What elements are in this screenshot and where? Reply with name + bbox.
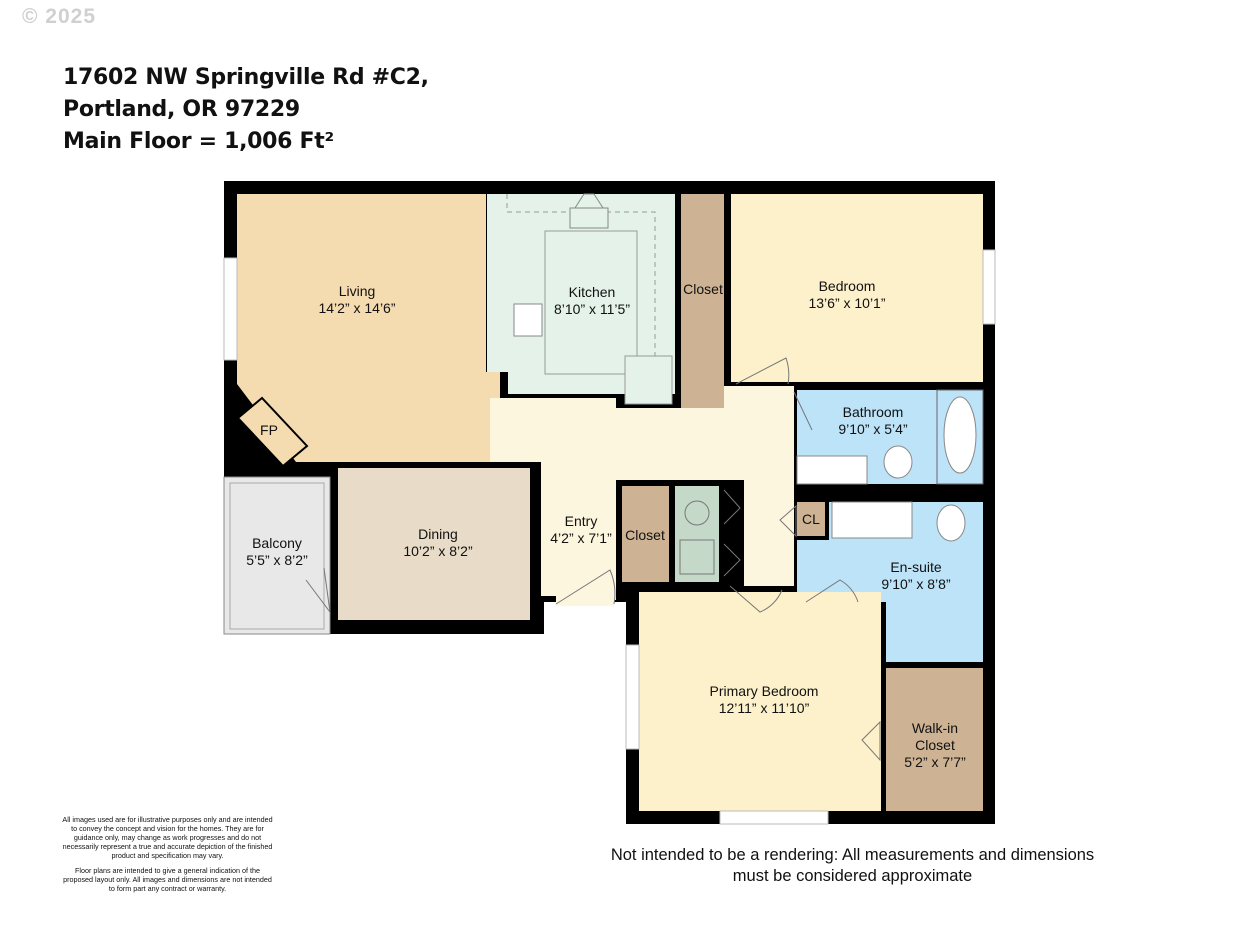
fp-label: FP	[260, 422, 278, 438]
walkin-name-2: Closet	[915, 737, 955, 753]
bathroom-name: Bathroom	[843, 404, 904, 420]
bathroom-size: 9’10” x 5’4”	[838, 421, 908, 437]
living-name: Living	[339, 283, 376, 299]
entry-door	[556, 596, 614, 606]
primary-window-left	[625, 644, 640, 750]
balcony-size: 5’5” x 8’2”	[246, 552, 308, 568]
laundry	[675, 486, 719, 582]
sink-icon	[513, 303, 543, 337]
closet-2-name: Closet	[625, 527, 665, 543]
bedroom-window	[982, 249, 996, 325]
closet-1-name: Closet	[683, 281, 723, 297]
washer-icon	[684, 500, 710, 526]
balcony-name: Balcony	[252, 535, 302, 551]
dining	[338, 468, 530, 620]
fireplace	[236, 396, 309, 468]
note-line-1: Not intended to be a rendering: All meas…	[610, 846, 1095, 864]
living-room	[237, 194, 500, 462]
disclaimer-paragraph-1: All images used are for illustrative pur…	[62, 815, 273, 860]
cl-label: CL	[802, 511, 820, 527]
ensuite-size: 9’10” x 8’8”	[881, 576, 951, 592]
kitchen-size: 8’10” x 11’5”	[554, 301, 630, 317]
ensuite-vanity-icon	[831, 501, 913, 539]
ensuite-toilet-icon	[936, 504, 966, 542]
ensuite-name: En-suite	[890, 559, 942, 575]
address-line: 17602 NW Springville Rd #C2,	[63, 65, 429, 90]
living-size: 14’2” x 14’6”	[318, 300, 395, 316]
walkin-name: Walk-in	[912, 720, 958, 736]
kitchen-name: Kitchen	[569, 284, 616, 300]
bath-toilet-icon	[883, 445, 913, 479]
primary-size: 12’11” x 11’10”	[719, 700, 810, 716]
disclaimer-paragraph-2: Floor plans are intended to give a gener…	[63, 866, 272, 893]
linen-closet	[797, 502, 825, 536]
dining-size: 10’2” x 8’2”	[403, 543, 473, 559]
tub-basin-icon	[943, 396, 977, 474]
stove-icon	[569, 207, 609, 229]
entry-size: 4’2” x 7’1”	[550, 530, 612, 546]
floor-area-line: Main Floor = 1,006 Ft²	[63, 129, 334, 154]
closet-2	[622, 486, 669, 582]
copyright-watermark: © 2025	[22, 5, 97, 28]
bedroom	[731, 194, 983, 382]
balcony-inner	[229, 482, 325, 630]
dryer-icon	[679, 539, 715, 575]
living-window	[223, 257, 238, 361]
bedroom-name: Bedroom	[819, 278, 876, 294]
primary-bedroom	[639, 592, 881, 811]
hood-icon	[574, 193, 604, 209]
dining-name: Dining	[418, 526, 458, 542]
bath-vanity-icon	[796, 455, 868, 485]
bedroom-size: 13’6” x 10’1”	[808, 295, 885, 311]
primary-window-bottom	[719, 810, 829, 825]
note-line-2: must be considered approximate	[732, 867, 973, 885]
city-line: Portland, OR 97229	[63, 97, 300, 122]
address-header: 17602 NW Springville Rd #C2, Portland, O…	[63, 62, 429, 158]
fridge-icon	[624, 355, 673, 405]
room-labels: Living 14’2” x 14’6” Kitchen 8’10” x 11’…	[246, 278, 966, 770]
closet-1	[681, 194, 724, 408]
primary-name: Primary Bedroom	[710, 683, 819, 699]
kitchen-island	[544, 230, 638, 375]
disclaimer: All images used are for illustrative pur…	[60, 815, 275, 899]
measurement-note: Not intended to be a rendering: All meas…	[585, 845, 1120, 887]
door-swings	[305, 357, 881, 762]
balcony	[223, 476, 331, 635]
ensuite	[797, 502, 983, 662]
entry-name: Entry	[565, 513, 598, 529]
walkin-closet	[886, 668, 983, 811]
walkin-size: 5’2” x 7’7”	[904, 754, 966, 770]
hallway	[490, 386, 794, 600]
